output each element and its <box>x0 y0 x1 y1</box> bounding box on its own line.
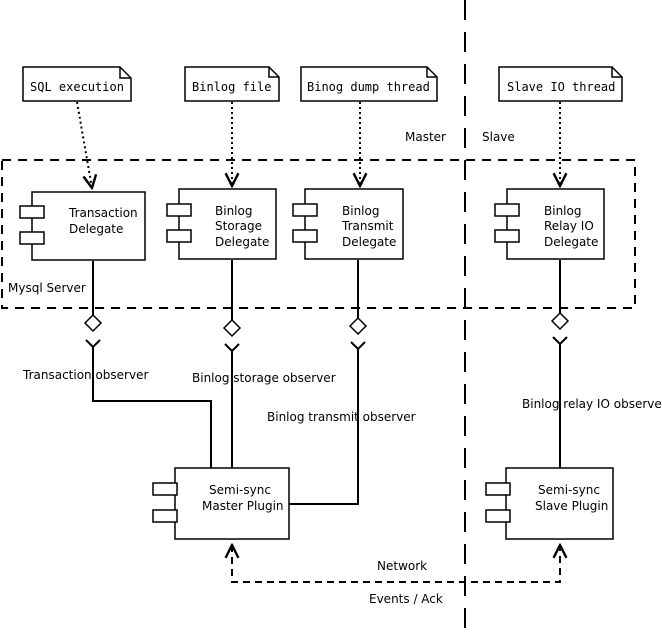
relay-delegate-line3: Delegate <box>544 235 598 249</box>
transaction-delegate: Transaction Delegate <box>19 191 146 261</box>
socket-storage <box>224 343 240 353</box>
diamond-storage <box>222 318 242 338</box>
note-slave-io-label: Slave IO thread <box>507 80 615 94</box>
transaction-observer-label: Transaction observer <box>22 368 148 382</box>
semi-sync-master-plugin: Semi-sync Master Plugin <box>152 467 290 540</box>
semi-sync-slave-plugin: Semi-sync Slave Plugin <box>485 467 614 540</box>
component-icon <box>152 482 178 496</box>
transmit-delegate-line1: Binlog <box>342 204 379 218</box>
observer-line-transmit <box>289 349 359 505</box>
dotted-arrow-sql <box>76 101 92 188</box>
note-binlog-file-label: Binlog file <box>192 80 271 94</box>
transaction-delegate-line2: Delegate <box>69 222 123 236</box>
binlog-storage-delegate: Binlog Storage Delegate <box>166 188 277 260</box>
component-icon <box>485 482 511 496</box>
transmit-delegate-line3: Delegate <box>342 235 396 249</box>
relay-observer-label: Binlog relay IO observer <box>522 397 662 411</box>
slave-plugin-line1: Semi-sync <box>538 483 600 497</box>
network-link <box>232 545 560 583</box>
storage-delegate-line1: Binlog <box>215 204 252 218</box>
note-sql-label: SQL execution <box>30 80 124 94</box>
slave-label: Slave <box>482 130 515 144</box>
diamond-relay <box>550 311 570 331</box>
component-icon <box>19 205 45 219</box>
note-binlog-file: Binlog file <box>184 66 280 102</box>
transmit-delegate-line2: Transmit <box>341 219 394 233</box>
storage-delegate-line2: Storage <box>215 219 262 233</box>
slave-plugin-line2: Slave Plugin <box>535 499 608 513</box>
component-icon <box>166 203 192 217</box>
binlog-relay-io-delegate: Binlog Relay IO Delegate <box>494 188 605 260</box>
socket-relay <box>552 336 568 346</box>
relay-delegate-line2: Relay IO <box>544 219 594 233</box>
transaction-delegate-line1: Transaction <box>68 206 138 220</box>
binlog-transmit-delegate: Binlog Transmit Delegate <box>292 188 404 260</box>
note-dump-thread: Binog dump thread <box>300 66 438 102</box>
component-icon <box>292 203 318 217</box>
observer-line-transaction <box>92 347 212 468</box>
events-ack-label: Events / Ack <box>369 592 443 606</box>
note-sql-execution: SQL execution <box>22 66 132 102</box>
master-label: Master <box>405 130 446 144</box>
mysql-server-region <box>1 159 636 309</box>
storage-observer-label: Binlog storage observer <box>192 371 336 385</box>
network-label: Network <box>377 559 427 573</box>
mysql-server-label: Mysql Server <box>8 281 86 295</box>
diamond-transmit <box>348 316 368 336</box>
socket-transaction <box>85 339 101 349</box>
master-plugin-line2: Master Plugin <box>202 499 284 513</box>
component-icon <box>494 203 520 217</box>
transmit-observer-label: Binlog transmit observer <box>267 410 416 424</box>
note-dump-thread-label: Binog dump thread <box>307 80 430 94</box>
master-plugin-line1: Semi-sync <box>209 483 271 497</box>
note-slave-io-thread: Slave IO thread <box>498 66 623 102</box>
diamond-transaction <box>83 313 103 333</box>
storage-delegate-line3: Delegate <box>215 235 269 249</box>
socket-transmit <box>350 341 366 351</box>
relay-delegate-line1: Binlog <box>544 204 581 218</box>
